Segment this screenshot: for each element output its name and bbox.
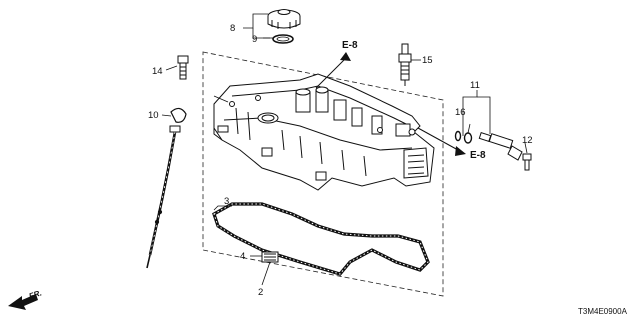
ref-label-e8-right: E-8 — [470, 150, 486, 161]
callout-4: 4 — [240, 251, 245, 262]
callout-2: 2 — [258, 287, 263, 298]
grommet — [261, 251, 279, 263]
callout-11: 11 — [470, 80, 480, 91]
front-direction-arrow — [8, 294, 38, 310]
callout-12: 12 — [522, 135, 533, 146]
sensor-assembly — [478, 131, 523, 161]
o-ring-15 — [454, 130, 462, 142]
leader-lines — [161, 13, 528, 286]
oil-dipstick — [146, 107, 187, 269]
front-direction-label: FR. — [28, 288, 43, 301]
bolt-13 — [177, 55, 189, 80]
filler-cap-seal — [272, 34, 294, 44]
ref-arrow-e8-top — [315, 52, 351, 89]
diagram-code: T3M4E0900A — [578, 307, 628, 316]
callout-14: 15 — [422, 55, 433, 66]
cylinder-head-cover — [213, 73, 435, 191]
assembly-frame — [202, 51, 444, 297]
ref-arrow-e8-right — [417, 127, 466, 156]
o-ring-16 — [463, 132, 473, 144]
callout-15: 16 — [455, 107, 466, 118]
callout-10: 10 — [148, 110, 159, 121]
callout-3: 3 — [224, 196, 229, 207]
spark-plug — [398, 43, 412, 86]
callout-13: 14 — [152, 66, 163, 77]
bolt-12 — [522, 153, 532, 171]
head-cover-gasket — [212, 202, 430, 276]
oil-filler-cap — [267, 9, 301, 29]
ref-label-e8-top: E-8 — [342, 40, 358, 51]
callout-9: 9 — [252, 34, 257, 45]
callout-8: 8 — [230, 23, 235, 34]
